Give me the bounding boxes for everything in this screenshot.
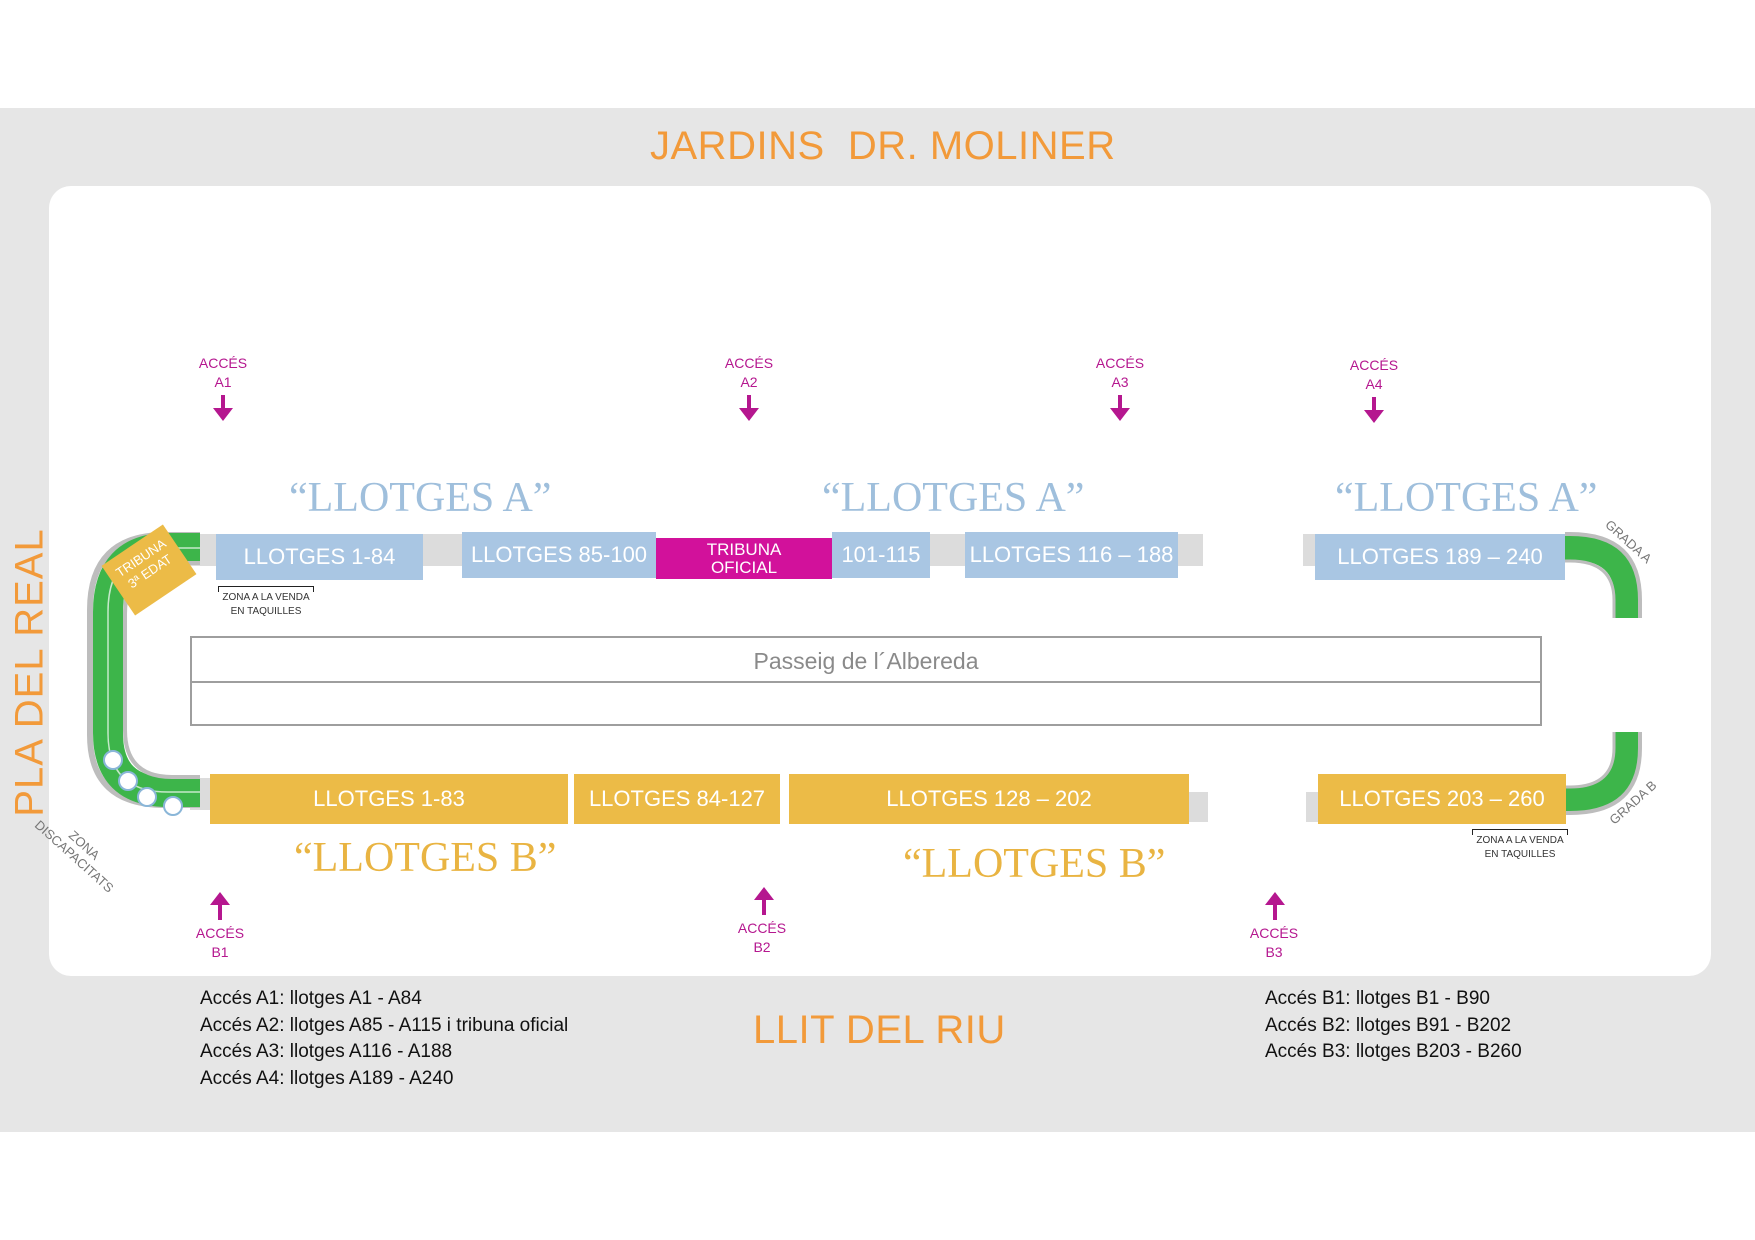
access-a1-word: ACCÉS <box>198 355 248 371</box>
access-b1: ACCÉS B1 <box>180 924 260 962</box>
down-arrow-icon <box>213 395 1384 423</box>
access-b2-code: B2 <box>753 939 771 955</box>
legend-right-item: Accés B3: llotges B203 - B260 <box>1265 1041 1522 1062</box>
title-top: JARDINS DR. MOLINER <box>650 124 1116 168</box>
road-divider <box>192 681 1540 683</box>
access-a3-word: ACCÉS <box>1095 355 1145 371</box>
up-arrow-icon <box>210 887 1285 920</box>
box-llotges-b-1-83: LLOTGES 1-83 <box>210 774 568 824</box>
section-label-a2: “LLOTGES A” <box>822 475 1085 521</box>
note-venda-a: ZONA A LA VENDA EN TAQUILLES <box>218 586 314 619</box>
road-label: Passeig de l´Albereda <box>753 648 979 674</box>
box-llotges-b-84-127: LLOTGES 84-127 <box>574 774 780 824</box>
access-b1-code: B1 <box>211 944 229 960</box>
section-label-a3: “LLOTGES A” <box>1335 475 1598 521</box>
access-b3-code: B3 <box>1265 944 1283 960</box>
legend-left-item: Accés A1: llotges A1 - A84 <box>200 988 422 1009</box>
section-label-a1: “LLOTGES A” <box>289 475 552 521</box>
access-a2-word: ACCÉS <box>724 355 774 371</box>
legend-right-item: Accés B1: llotges B1 - B90 <box>1265 988 1490 1009</box>
map-panel <box>49 186 1711 976</box>
title-bottom: LLIT DEL RIU <box>753 1008 1006 1052</box>
legend-left: Accés A1: llotges A1 - A84 Accés A2: llo… <box>200 986 568 1092</box>
access-a1-code: A1 <box>214 374 232 390</box>
box-llotges-a-116-188: LLOTGES 116 – 188 <box>965 532 1178 578</box>
access-b2-word: ACCÉS <box>737 920 787 936</box>
note-venda-b-line2: EN TAQUILLES <box>1484 849 1556 860</box>
legend-left-item: Accés A3: llotges A116 - A188 <box>200 1041 453 1062</box>
box-llotges-a-1-84: LLOTGES 1-84 <box>216 534 423 580</box>
access-a1: ACCÉS A1 <box>183 354 263 392</box>
access-a4: ACCÉS A4 <box>1334 356 1414 394</box>
section-label-b2: “LLOTGES B” <box>903 841 1166 887</box>
legend-right: Accés B1: llotges B1 - B90 Accés B2: llo… <box>1265 986 1522 1066</box>
wheelchair-icon <box>103 750 183 816</box>
access-b3: ACCÉS B3 <box>1234 924 1314 962</box>
box-llotges-b-128-202: LLOTGES 128 – 202 <box>789 774 1189 824</box>
note-venda-a-line1: ZONA A LA VENDA <box>222 592 310 603</box>
tribuna-oficial-line2: OFICIAL <box>710 557 778 577</box>
access-b1-word: ACCÉS <box>195 925 245 941</box>
access-b2: ACCÉS B2 <box>722 919 802 957</box>
note-venda-a-line2: EN TAQUILLES <box>230 606 302 617</box>
box-llotges-b-203-260: LLOTGES 203 – 260 <box>1318 774 1566 824</box>
box-llotges-a-189-240: LLOTGES 189 – 240 <box>1315 534 1565 580</box>
note-venda-b: ZONA A LA VENDA EN TAQUILLES <box>1472 829 1568 862</box>
box-tribuna-oficial: TRIBUNA OFICIAL <box>656 538 832 579</box>
access-a4-code: A4 <box>1365 376 1383 392</box>
right-bottom-curve <box>1565 732 1641 813</box>
access-a2-code: A2 <box>740 374 758 390</box>
legend-left-item: Accés A4: llotges A189 - A240 <box>200 1067 454 1089</box>
access-b3-word: ACCÉS <box>1249 925 1299 941</box>
section-label-b1: “LLOTGES B” <box>294 835 557 881</box>
right-top-curve <box>1565 534 1641 618</box>
tribuna-oficial-line1: TRIBUNA <box>706 539 782 559</box>
access-a3: ACCÉS A3 <box>1080 354 1160 392</box>
legend-left-item: Accés A2: llotges A85 - A115 i tribuna o… <box>200 1014 569 1036</box>
note-venda-b-line1: ZONA A LA VENDA <box>1476 835 1564 846</box>
access-a2: ACCÉS A2 <box>709 354 789 392</box>
access-a4-word: ACCÉS <box>1349 357 1399 373</box>
box-llotges-a-101-115: 101-115 <box>832 532 930 578</box>
box-llotges-a-85-100: LLOTGES 85-100 <box>462 532 656 578</box>
grey-strips <box>190 534 1320 822</box>
passeig-road: Passeig de l´Albereda <box>190 636 1542 726</box>
access-a3-code: A3 <box>1111 374 1129 390</box>
legend-right-item: Accés B2: llotges B91 - B202 <box>1265 1014 1512 1036</box>
